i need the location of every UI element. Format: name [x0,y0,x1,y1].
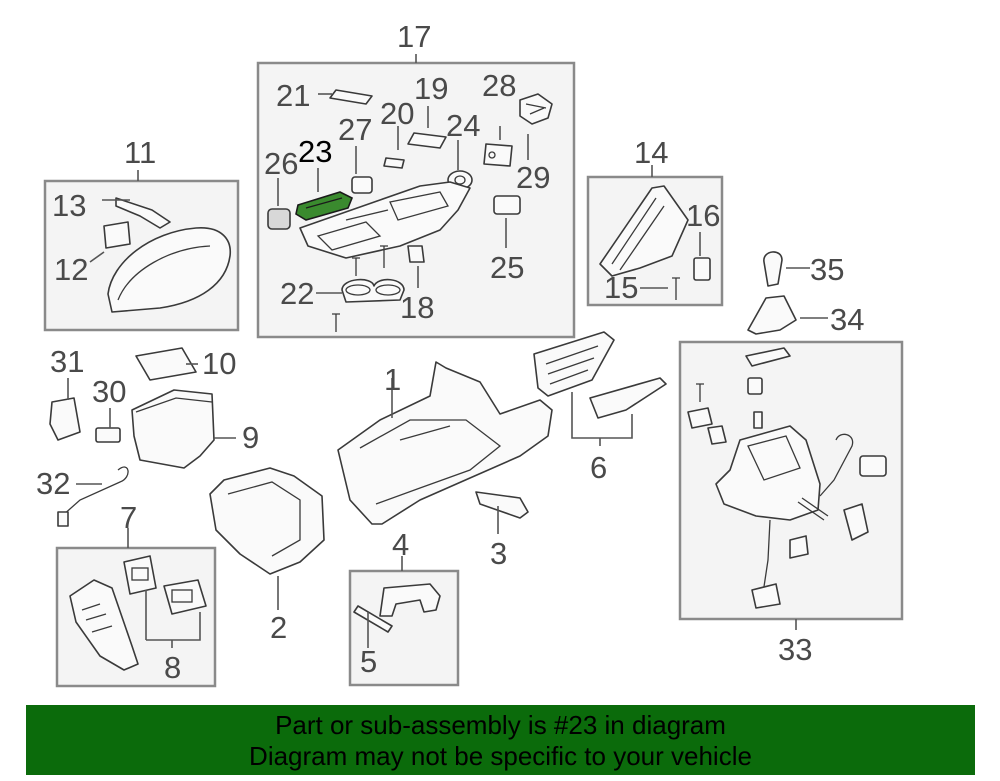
callout-32: 32 [36,466,70,501]
part-13-latch [115,197,171,229]
part-34-boot [747,295,797,335]
callout-23-highlighted: 23 [298,134,332,169]
part-2-lower-housing [209,467,325,575]
callout-35: 35 [810,252,844,287]
part-5-clip [353,605,393,633]
part-33-shifter-assembly [687,347,887,609]
part-8-switches [123,555,207,615]
part-3-bracket [475,491,529,519]
callout-30: 30 [92,374,126,409]
part-22-cupholder [341,278,405,303]
callout-18: 18 [400,290,434,325]
part-35-knob [763,251,783,287]
part-30-switch [95,427,121,443]
callout-33: 33 [778,632,812,667]
part-10-mat [135,347,197,381]
callout-1: 1 [384,362,401,397]
part-11-armrest [107,227,231,313]
callout-6: 6 [590,450,607,485]
part-21-pad [329,89,373,105]
callout-8: 8 [164,650,181,685]
callout-12: 12 [54,252,88,287]
part-16-clip [693,257,711,281]
part-25-clip [493,195,521,215]
callout-16: 16 [686,198,720,233]
callout-7: 7 [120,500,137,535]
banner-line-2: Diagram may not be specific to your vehi… [249,741,752,771]
part-26-knob [267,208,291,230]
callout-15: 15 [604,270,638,305]
part-9-storage-bin [131,389,215,469]
part-4-bracket [379,583,441,617]
callout-14: 14 [634,135,668,170]
callout-22: 22 [280,276,314,311]
leader-lines [67,54,828,648]
part-27-clip [351,176,373,194]
part-6-panel [533,331,667,419]
callout-21: 21 [276,78,310,113]
part-12-hinge [103,221,131,249]
callout-17: 17 [397,19,431,54]
callout-25: 25 [490,250,524,285]
part-19-mat [407,132,447,149]
callout-3: 3 [490,536,507,571]
part-20-mat [383,157,405,169]
callout-2: 2 [270,610,287,645]
callout-10: 10 [202,346,236,381]
part-31-bracket [49,397,81,441]
callout-9: 9 [242,420,259,455]
screws-group-17 [332,245,388,332]
part-7-lower-panel [69,579,139,671]
part-29-bracket [519,93,553,125]
banner-line-1: Part or sub-assembly is #23 in diagram [275,710,726,740]
callout-31: 31 [50,344,84,379]
callout-20: 20 [380,96,414,131]
callout-26: 26 [264,146,298,181]
callout-11: 11 [124,135,156,170]
callout-28: 28 [482,68,516,103]
callout-34: 34 [830,302,864,337]
callout-24: 24 [446,108,480,143]
callout-19: 19 [414,71,448,106]
part-28-switch [483,143,513,167]
callout-4: 4 [392,527,409,562]
info-banner: Part or sub-assembly is #23 in diagram D… [26,705,975,775]
part-1-console-body [337,361,553,525]
part-23-tray-highlighted [295,191,354,221]
part-14-side-panel [599,185,689,277]
callout-29: 29 [516,160,550,195]
console-panel-main [299,181,471,259]
callout-5: 5 [360,644,377,679]
callout-27: 27 [338,112,372,147]
part-15-screw [672,277,680,300]
callout-13: 13 [52,188,86,223]
part-18-clip [407,245,425,263]
part-32-cable [57,466,129,527]
